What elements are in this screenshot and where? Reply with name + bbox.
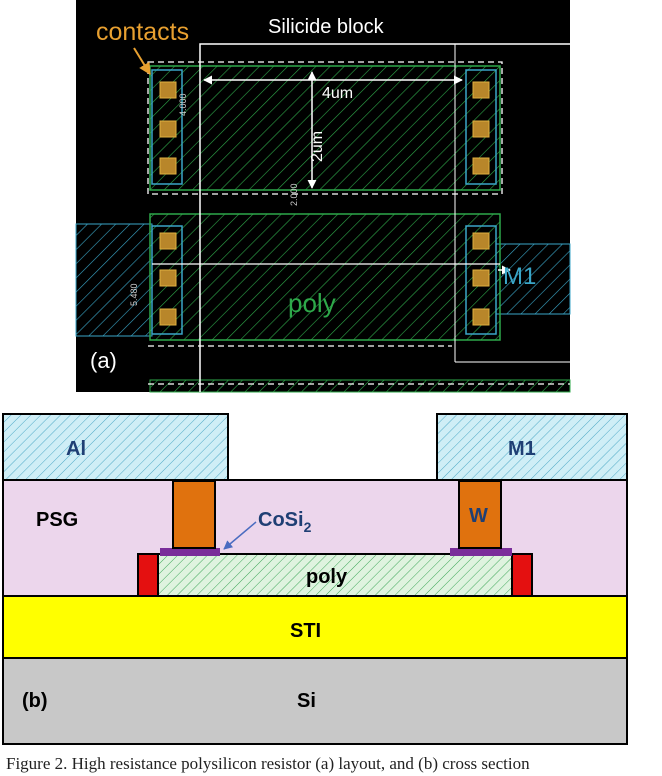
width-label: 4um (322, 85, 353, 102)
contact (159, 308, 177, 326)
contact (472, 157, 490, 175)
upper-dashed-outline (147, 61, 503, 195)
cosi2-label: CoSi2 (258, 509, 312, 535)
poly-label-b: poly (306, 566, 348, 588)
contacts-arrow (133, 47, 151, 76)
figure: contacts Silicide block 4um 2um 4.000 2.… (2, 0, 628, 745)
al-metal (2, 413, 229, 481)
contact-frame-tr (465, 69, 497, 185)
panel-b-label: (b) (22, 690, 48, 712)
poly-resistor (157, 553, 513, 597)
poly-label: poly (288, 288, 336, 318)
m1-label: M1 (503, 263, 536, 290)
left-metal-region (75, 223, 153, 337)
si-layer (2, 657, 628, 745)
silicide-block-outline (199, 43, 570, 392)
contacts-label: contacts (96, 18, 189, 46)
contact (472, 308, 490, 326)
contact (159, 120, 177, 138)
contact (159, 269, 177, 287)
contact (159, 157, 177, 175)
cosi2-label-main: CoSi (258, 509, 304, 531)
psg-label: PSG (36, 509, 78, 531)
figure-caption: Figure 2. High resistance polysilicon re… (6, 754, 530, 773)
contact (472, 120, 490, 138)
layout-panel: contacts Silicide block 4um 2um 4.000 2.… (75, 0, 571, 393)
sti-label: STI (290, 620, 321, 642)
contact (472, 269, 490, 287)
left-w-plug (172, 480, 216, 549)
lower-poly (149, 213, 501, 341)
left-cosi2 (160, 548, 220, 556)
silicide-block-label: Silicide block (268, 16, 385, 38)
contact-frame-bl (151, 225, 183, 335)
right-metal-region (495, 243, 571, 315)
contact-frame-tl (151, 69, 183, 185)
sti-layer (2, 595, 628, 659)
contacts-group (159, 81, 490, 326)
cosi2-arrow (223, 521, 257, 550)
contact (159, 232, 177, 250)
cosi2-label-sub: 2 (304, 519, 312, 535)
panel-a-label: (a) (90, 348, 117, 373)
m1-label-b: M1 (508, 438, 536, 460)
cross-section-panel: Al M1 PSG CoSi2 W poly STI Si (b) (2, 413, 628, 745)
dim-5: 5.480 (129, 283, 139, 306)
right-cosi2 (450, 548, 512, 556)
contact (472, 81, 490, 99)
contact-frame-br (465, 225, 497, 335)
al-label: Al (66, 438, 86, 460)
bottom-poly-strip (149, 379, 571, 393)
right-w-plug (458, 480, 502, 549)
contact (472, 232, 490, 250)
m1-metal (436, 413, 628, 481)
w-label: W (469, 505, 488, 527)
si-label: Si (297, 690, 316, 712)
contact (159, 81, 177, 99)
upper-poly (149, 65, 501, 191)
height-label: 2um (309, 131, 326, 162)
dim-4: 4.000 (178, 93, 188, 116)
dim-2: 2.000 (289, 183, 299, 206)
left-spacer (137, 553, 159, 597)
right-spacer (511, 553, 533, 597)
